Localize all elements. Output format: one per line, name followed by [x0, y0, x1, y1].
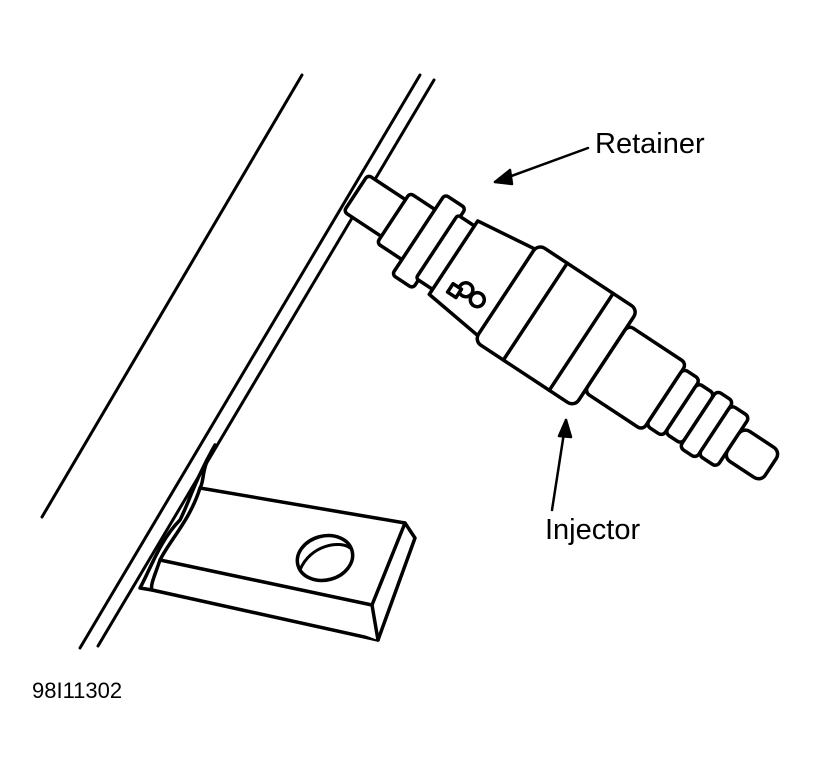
- mounting-bracket: [138, 443, 417, 642]
- retainer-label: Retainer: [595, 128, 705, 160]
- fuel-rail: [40, 73, 436, 650]
- injector-leader: [550, 418, 573, 512]
- fuel-injector: [343, 174, 780, 481]
- retainer-leader: [493, 146, 590, 186]
- figure-code: 98I11302: [32, 678, 123, 703]
- injector-label: Injector: [545, 514, 641, 546]
